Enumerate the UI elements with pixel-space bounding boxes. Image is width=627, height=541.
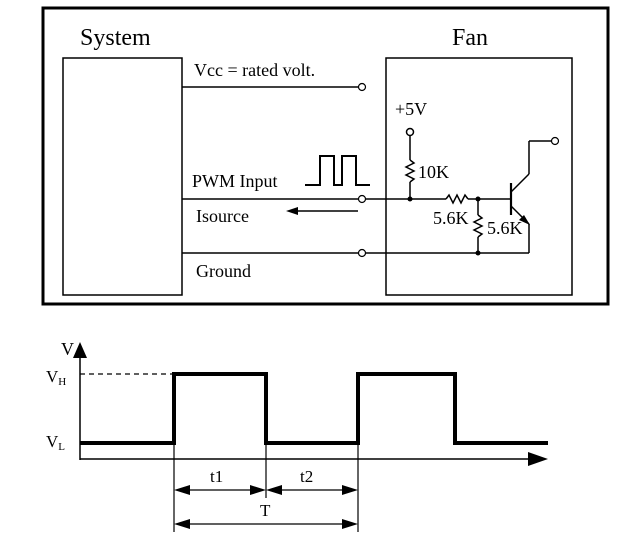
vl-label: VL — [46, 432, 65, 453]
junction-dot-ground — [475, 250, 481, 256]
ground-terminal — [357, 248, 367, 258]
transistor-collector — [510, 173, 530, 193]
plus5v-terminal — [405, 127, 415, 137]
time-axis-arrowhead — [528, 452, 548, 466]
fan-internal-circuit — [366, 127, 551, 254]
pwm-input-label: PWM Input — [192, 171, 278, 191]
junction-dot-pwm — [407, 196, 413, 202]
vcc-label: Vcc = rated volt. — [194, 60, 315, 80]
vh-label: VH — [46, 367, 66, 388]
resistor-5k6-series-label: 5.6K — [433, 208, 469, 228]
t2-label: t2 — [300, 467, 313, 486]
circuit-diagram: System Fan Vcc = rated volt. PWM Input I… — [41, 6, 610, 306]
t1-label: t1 — [210, 467, 223, 486]
plus5v-label: +5V — [395, 99, 427, 119]
transistor-emitter-arrow — [519, 215, 530, 225]
fan-label: Fan — [452, 25, 488, 51]
isource-arrowhead — [286, 207, 298, 215]
resistor-5k6-shunt-symbol — [472, 214, 484, 238]
pwm-square-wave — [80, 372, 548, 445]
system-label: System — [80, 25, 151, 51]
collector-terminal — [550, 136, 560, 146]
period-label: T — [260, 501, 271, 520]
vcc-terminal — [357, 82, 367, 92]
system-box — [62, 57, 183, 296]
voltage-axis-label: V — [61, 339, 74, 359]
voltage-axis-arrowhead — [73, 342, 87, 358]
circuit-frame — [41, 6, 610, 306]
resistor-10k-label: 10K — [418, 162, 449, 182]
ground-label: Ground — [196, 261, 251, 281]
resistor-10k-symbol — [404, 159, 416, 183]
resistor-5k6-series-symbol — [445, 193, 469, 205]
fan-box — [385, 57, 573, 296]
pwm-terminal — [357, 194, 367, 204]
isource-label: Isource — [196, 206, 249, 226]
pwm-pulse-symbol — [305, 155, 370, 186]
resistor-5k6-shunt-label: 5.6K — [487, 218, 523, 238]
pwm-waveform: V VH VL t1 t2 T — [46, 339, 548, 532]
junction-dot-base — [475, 196, 481, 202]
